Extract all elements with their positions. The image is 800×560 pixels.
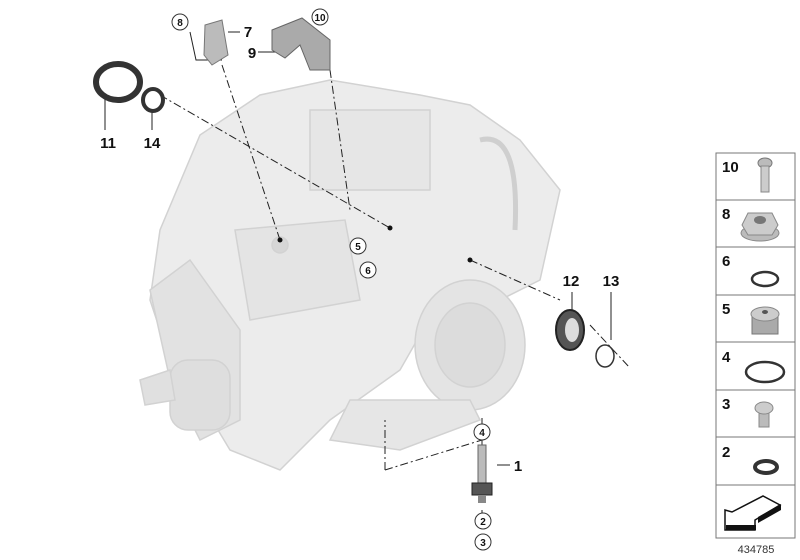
callout-12: 12 (563, 273, 580, 290)
panel-number-8: 8 (722, 206, 730, 223)
callout-13: 13 (603, 273, 620, 290)
leader-lines (104, 31, 631, 515)
callout-1: 1 (514, 458, 522, 475)
panel-number-3: 3 (722, 396, 730, 413)
callouts: 11 14 7 9 12 13 1 8 10 5 6 4 2 3 (100, 8, 620, 551)
panel-number-6: 6 (722, 253, 730, 270)
bracket-9 (271, 17, 331, 71)
panel-number-5: 5 (722, 301, 730, 318)
image-id: 434785 (738, 544, 775, 556)
arrow-icon (724, 495, 782, 531)
hex-nut-icon (740, 212, 780, 242)
radial-seal-12 (555, 309, 585, 351)
callout-9: 9 (248, 45, 256, 62)
callout-14: 14 (144, 135, 161, 152)
callout-2: 2 (480, 517, 486, 528)
oil-dipstick-bolt (471, 444, 493, 503)
callout-7: 7 (244, 24, 252, 41)
seal-ring-14 (141, 87, 165, 113)
bolt-icon (757, 157, 773, 193)
bracket-7 (203, 19, 229, 66)
callout-10: 10 (314, 13, 326, 24)
screw-plug-icon (750, 306, 780, 335)
panel-number-10: 10 (722, 159, 739, 176)
panel-number-4: 4 (722, 349, 731, 366)
callout-6: 6 (365, 266, 371, 277)
transmission-illustration (139, 79, 561, 471)
o-ring-13 (595, 344, 615, 368)
o-ring-large-icon (744, 360, 786, 384)
callout-5: 5 (355, 242, 361, 253)
parts-panel (715, 152, 796, 539)
parts-panel-items: 10 8 6 5 4 3 2 434785 (722, 157, 786, 556)
callout-8: 8 (177, 18, 183, 29)
o-ring-icon (750, 270, 780, 288)
screw-plug-small-icon (754, 401, 774, 428)
panel-number-2: 2 (722, 444, 730, 461)
callout-11: 11 (100, 135, 116, 152)
seal-ring-11 (93, 61, 143, 103)
callout-4: 4 (479, 428, 485, 439)
seal-ring-icon (753, 459, 779, 475)
callout-3: 3 (480, 538, 486, 549)
